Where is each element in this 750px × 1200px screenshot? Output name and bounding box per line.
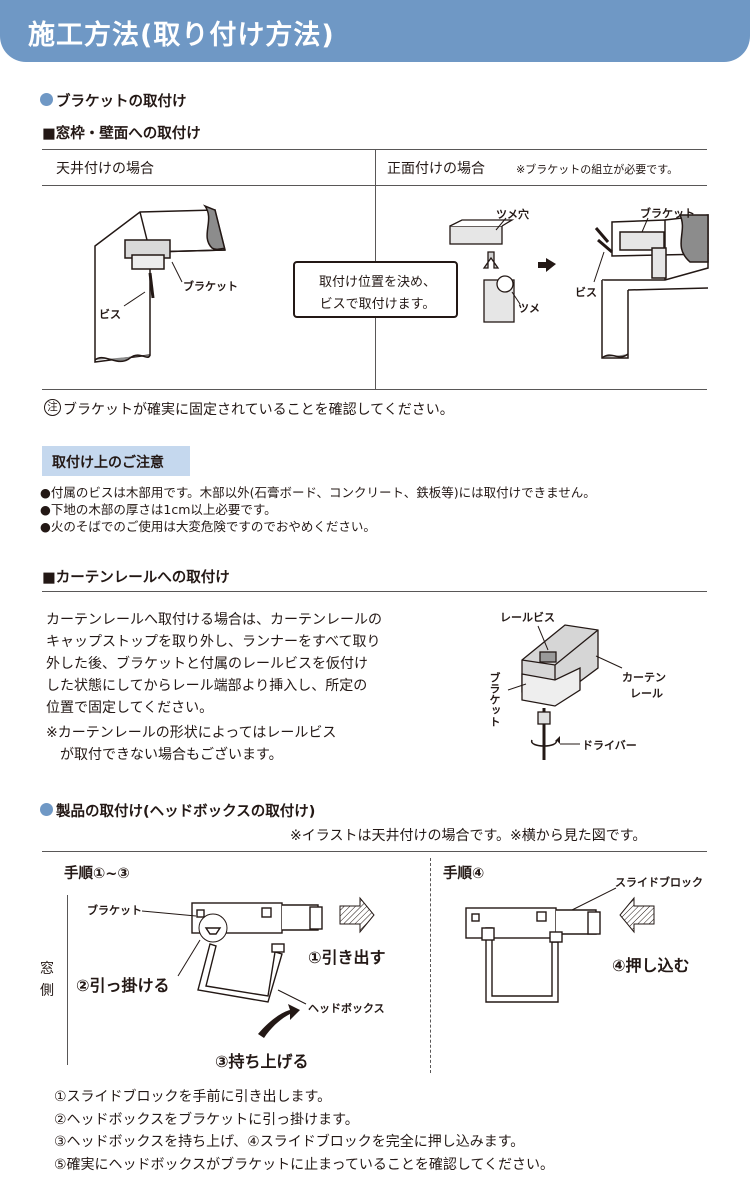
callout-line-2: ビスで取付けます。 [319,297,436,312]
bracket-section-title: ブラケットの取付け [56,94,187,110]
window-wall-title: ■窓枠・壁面への取付け [42,126,201,142]
curtain-rail-note: ※カーテンレールの形状によってはレールビス が取付できない場合もございます。 [46,722,336,766]
ceiling-mount-label: 天井付けの場合 [56,161,154,177]
instruction-item: ②ヘッドボックスをブラケットに引っ掛けます。 [54,1111,359,1128]
note-line: ※カーテンレールの形状によってはレールビス [46,725,337,741]
notice-title: 取付け上のご注意 [52,455,164,471]
claw-label: ツメ [518,302,540,315]
window-side-char: 側 [40,983,54,999]
bracket-label-right: ブラケット [640,207,695,220]
section-bullet-icon [40,93,53,106]
window-wall-line [67,895,68,1065]
page-title: 施工方法(取り付け方法) [28,20,335,51]
front-mount-note: ※ブラケットの組立が必要です。 [516,163,679,176]
step-divider [430,858,431,1073]
note-badge: 注 [44,399,61,416]
notice-item: ●火のそばでのご使用は大変危険ですのでおやめください。 [40,519,376,534]
curtain-rail-title: ■カーテンレールへの取付け [42,570,230,586]
rail-label-line2: レール [630,687,663,700]
product-section-title: 製品の取付け(ヘッドボックスの取付け) [56,804,316,820]
bracket-label-left: ブラケット [183,280,238,293]
rail-label-line1: カーテン [622,671,666,684]
rail-screw-label: レールビス [500,611,555,624]
pull-out-label: ①引き出す [308,948,386,967]
header-banner [0,0,750,62]
table-header-line [42,185,707,186]
callout-line-1: 取付け位置を決め、 [318,275,436,290]
bracket-vertical-label: ブラケット [488,672,501,727]
step-4-title: 手順④ [443,866,485,882]
product-section-note: ※イラストは天井付けの場合です。※横から見た図です。 [290,828,647,844]
push-in-label: ④押し込む [612,956,690,975]
product-section-rule [42,851,707,852]
paragraph-line: カーテンレールへ取付ける場合は、カーテンレールの [46,612,382,628]
paragraph-line: した状態にしてからレール端部より挿入し、所定の [46,678,368,694]
headbox-label: ヘッドボックス [308,1002,385,1015]
screw-label-right: ビス [575,286,597,299]
bracket-label-step: ブラケット [87,904,142,917]
curtain-rail-rule [42,591,707,592]
slide-block-label: スライドブロック [615,876,703,889]
confirm-text: ブラケットが確実に固定されていることを確認してください。 [63,402,454,418]
table-top-line [42,149,707,150]
notice-item: ●付属のビスは木部用です。木部以外(石膏ボード、コンクリート、鉄板等)には取付け… [40,485,596,500]
instruction-list: ①スライドブロックを手前に引き出します。 ②ヘッドボックスをブラケットに引っ掛け… [54,1086,554,1176]
section-bullet-icon [40,803,53,816]
screw-label-left: ビス [99,308,121,321]
instruction-item: ①スライドブロックを手前に引き出します。 [54,1089,332,1105]
window-side-char: 窓 [40,961,54,977]
table-bottom-line [42,389,707,390]
front-mount-label: 正面付けの場合 [387,161,485,177]
lift-label: ③持ち上げる [215,1052,309,1071]
driver-label: ドライバー [582,739,637,752]
curtain-rail-paragraph: カーテンレールへ取付ける場合は、カーテンレールの キャップストップを取り外し、ラ… [46,609,382,719]
paragraph-line: 位置で固定してください。 [46,700,214,716]
paragraph-line: キャップストップを取り外し、ランナーをすべて取り [46,634,381,650]
instruction-item: ③ヘッドボックスを持ち上げ、④スライドブロックを完全に押し込みます。 [54,1134,525,1150]
paragraph-line: 外した後、ブラケットと付属のレールビスを仮付け [46,656,368,672]
window-side-label: 窓 側 [40,958,54,1002]
notice-item: ●下地の木部の厚さは1cm以上必要です。 [40,502,277,517]
callout-box: 取付け位置を決め、 ビスで取付けます。 [293,261,458,318]
note-line: が取付できない場合もございます。 [60,747,283,763]
step-1-3-title: 手順①~③ [64,866,130,882]
notice-list: ●付属のビスは木部用です。木部以外(石膏ボード、コンクリート、鉄板等)には取付け… [40,484,596,535]
hook-label: ②引っ掛ける [76,976,170,995]
notice-box [42,446,190,476]
claw-hole-label: ツメ穴 [496,208,529,221]
instruction-item: ⑤確実にヘッドボックスがブラケットに止まっていることを確認してください。 [54,1156,555,1173]
